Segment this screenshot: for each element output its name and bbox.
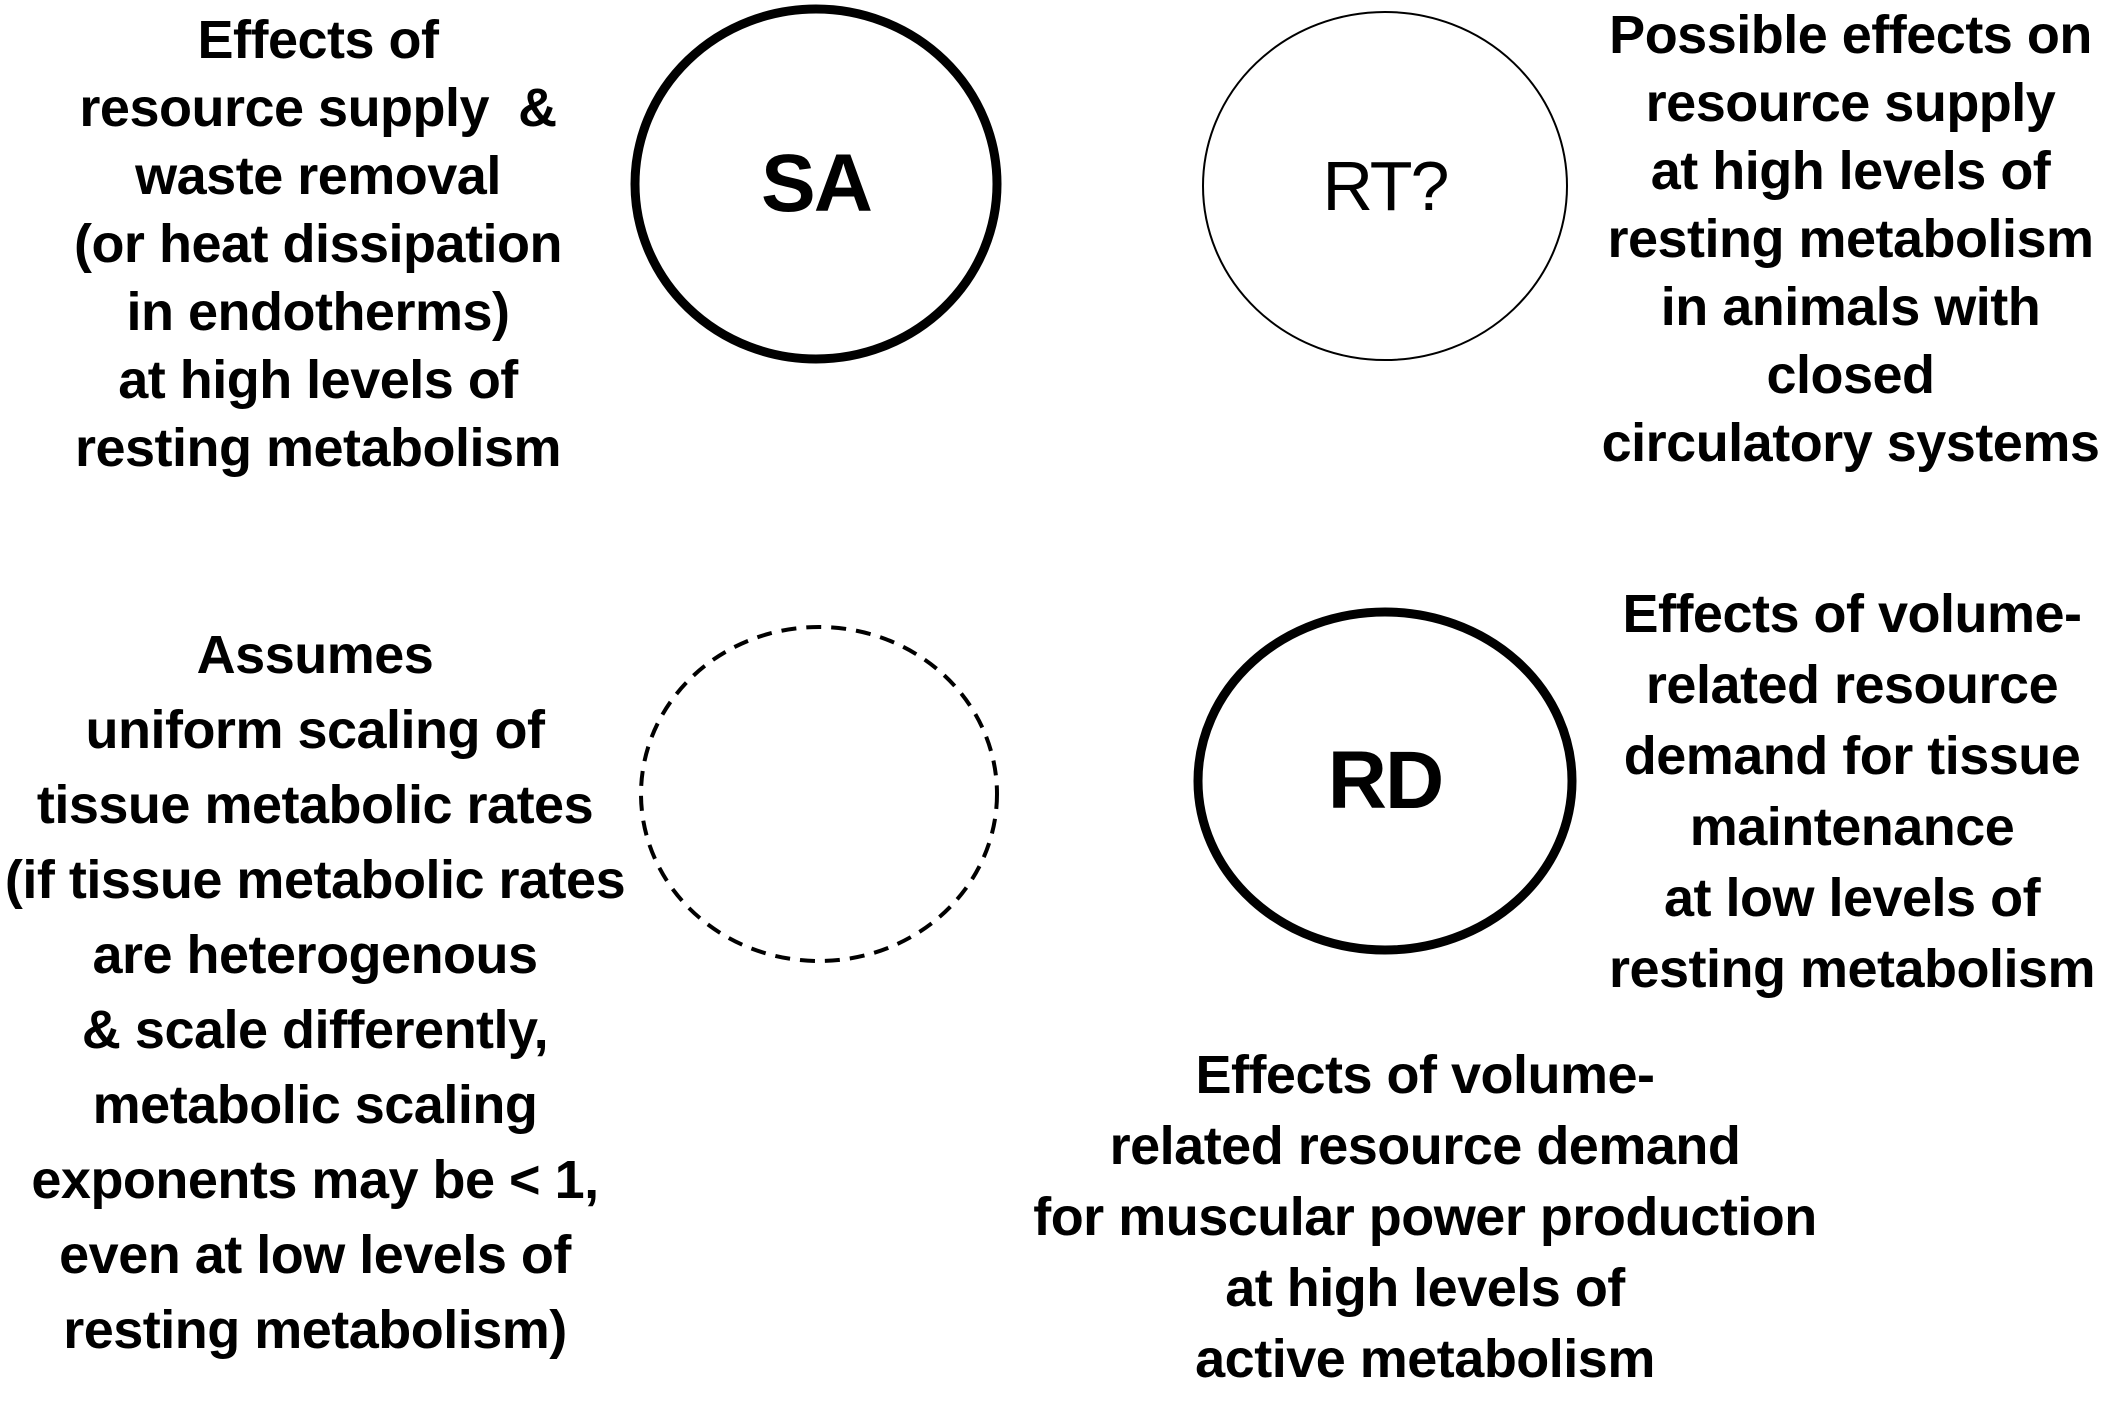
circle-rd-label: RD (1327, 735, 1444, 826)
circle-sa-label: SA (761, 138, 873, 229)
circle-dashed (639, 625, 999, 963)
text-block-bottom-center: Effects of volume- related resource dema… (1033, 1045, 1817, 1389)
circle-rd (1193, 607, 1577, 955)
text-block-top-right: Possible effects on resource supply at h… (1601, 5, 2100, 473)
text-block-bottom-right: Effects of volume- related resource dema… (1608, 584, 2096, 999)
circle-sa (630, 4, 1002, 364)
circle-rt (1202, 11, 1568, 361)
circle-rt-label: RT? (1322, 147, 1450, 225)
text-block-top-left: Effects of resource supply & waste remov… (73, 10, 563, 478)
text-block-bottom-left: Assumes uniform scaling of tissue metabo… (4, 625, 626, 1360)
